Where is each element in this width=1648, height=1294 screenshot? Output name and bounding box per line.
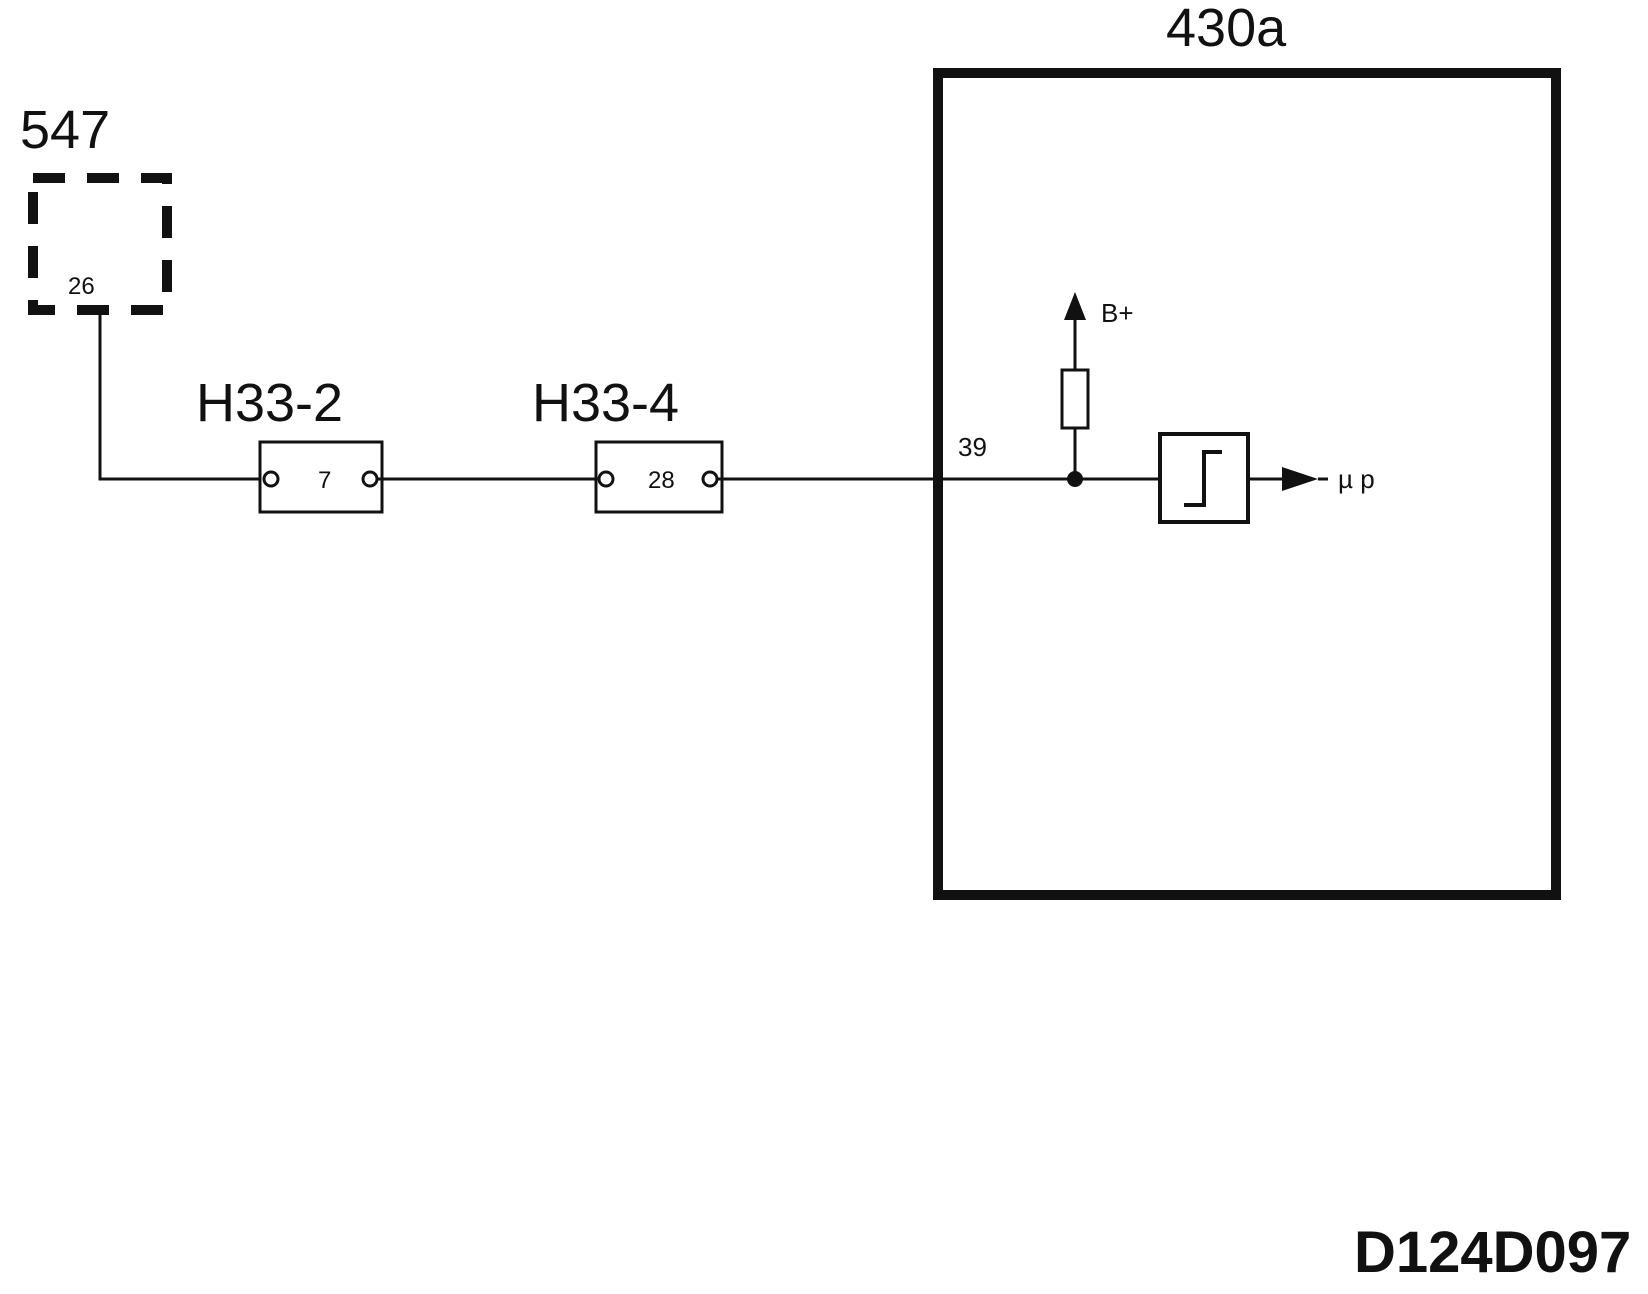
connector-h33-4-box bbox=[594, 440, 724, 514]
connector-h33-2-label: H33-2 bbox=[196, 373, 343, 433]
output-label: µ p bbox=[1338, 464, 1375, 494]
output-arrow-icon bbox=[1282, 467, 1318, 491]
schmitt-trigger-block bbox=[1158, 432, 1250, 524]
component-547-box bbox=[28, 173, 172, 315]
b-plus-arrow-icon bbox=[1064, 292, 1086, 320]
step-symbol-icon bbox=[1184, 450, 1222, 507]
pullup-resistor bbox=[1060, 368, 1090, 430]
connector-h33-2-box bbox=[258, 440, 384, 514]
b-plus-label: B+ bbox=[1101, 298, 1134, 328]
connector-h33-2-pin: 7 bbox=[318, 467, 331, 494]
connector-h33-2-terminal-right bbox=[361, 470, 379, 488]
connector-h33-4-label: H33-4 bbox=[532, 373, 679, 433]
component-547-label: 547 bbox=[20, 100, 110, 160]
module-430a-label: 430a bbox=[1166, 0, 1287, 58]
connector-h33-4-terminal-right bbox=[701, 470, 719, 488]
wire-547-to-h33-2 bbox=[98, 310, 262, 481]
module-430a-pin: 39 bbox=[958, 432, 987, 462]
module-430a-box bbox=[933, 68, 1561, 900]
connector-h33-2-terminal-left bbox=[262, 470, 280, 488]
connector-h33-4-terminal-left bbox=[597, 470, 615, 488]
drawing-reference: D124D097 bbox=[1354, 1220, 1631, 1285]
component-547-pin: 26 bbox=[68, 273, 95, 300]
connector-h33-4-pin: 28 bbox=[648, 467, 675, 494]
